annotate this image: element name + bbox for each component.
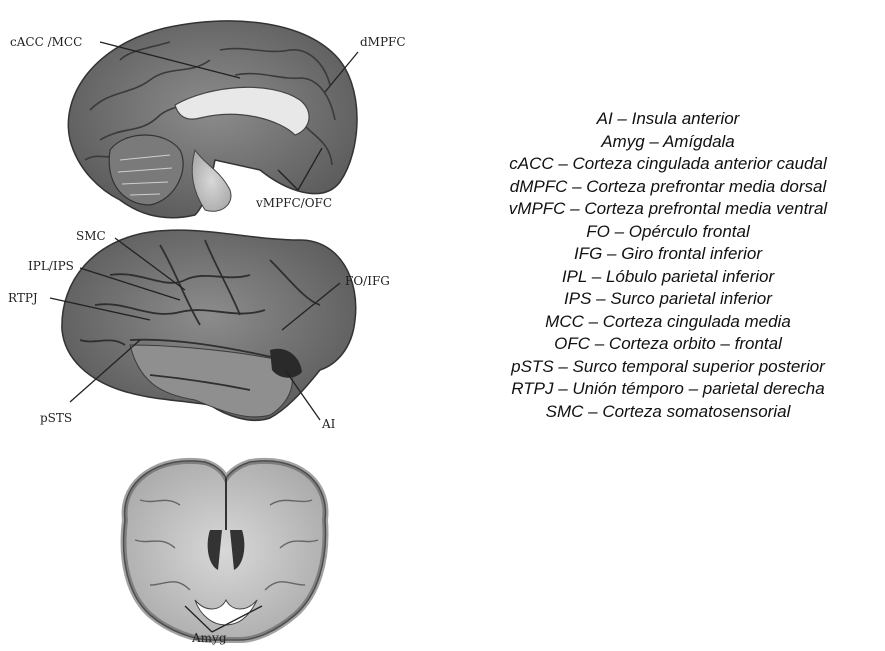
label-cacc-mcc: cACC /MCC xyxy=(10,35,82,49)
legend-item: Amyg – Amígdala xyxy=(458,131,878,154)
legend-item: dMPFC – Corteza prefrontar media dorsal xyxy=(458,176,878,199)
legend-item: RTPJ – Unión témporo – parietal derecha xyxy=(458,378,878,401)
legend-item: IFG – Giro frontal inferior xyxy=(458,243,878,266)
legend-item: IPL – Lóbulo parietal inferior xyxy=(458,266,878,289)
lateral-brain-view: SMC IPL/IPS RTPJ FO/IFG pSTS AI xyxy=(8,229,390,431)
legend-item: MCC – Corteza cingulada media xyxy=(458,311,878,334)
legend-item: pSTS – Surco temporal superior posterior xyxy=(458,356,878,379)
legend-item: cACC – Corteza cingulada anterior caudal xyxy=(458,153,878,176)
medial-brain-view: cACC /MCC dMPFC vMPFC/OFC xyxy=(10,21,406,218)
abbreviation-legend: AI – Insula anterior Amyg – Amígdala cAC… xyxy=(458,108,878,423)
label-ipl-ips: IPL/IPS xyxy=(28,259,74,273)
legend-item: vMPFC – Corteza prefrontal media ventral xyxy=(458,198,878,221)
coronal-brain-slice: Amyg xyxy=(124,461,326,645)
label-fo-ifg: FO/IFG xyxy=(345,274,390,288)
legend-item: SMC – Corteza somatosensorial xyxy=(458,401,878,424)
legend-item: OFC – Corteza orbito – frontal xyxy=(458,333,878,356)
label-amyg: Amyg xyxy=(191,631,227,645)
legend-item: FO – Opérculo frontal xyxy=(458,221,878,244)
label-rtpj: RTPJ xyxy=(8,291,38,305)
label-vmpfc-ofc: vMPFC/OFC xyxy=(255,196,332,210)
label-psts: pSTS xyxy=(40,411,72,425)
legend-item: AI – Insula anterior xyxy=(458,108,878,131)
label-smc: SMC xyxy=(76,229,106,243)
legend-item: IPS – Surco parietal inferior xyxy=(458,288,878,311)
label-ai: AI xyxy=(321,417,336,431)
label-dmpfc: dMPFC xyxy=(360,35,406,49)
